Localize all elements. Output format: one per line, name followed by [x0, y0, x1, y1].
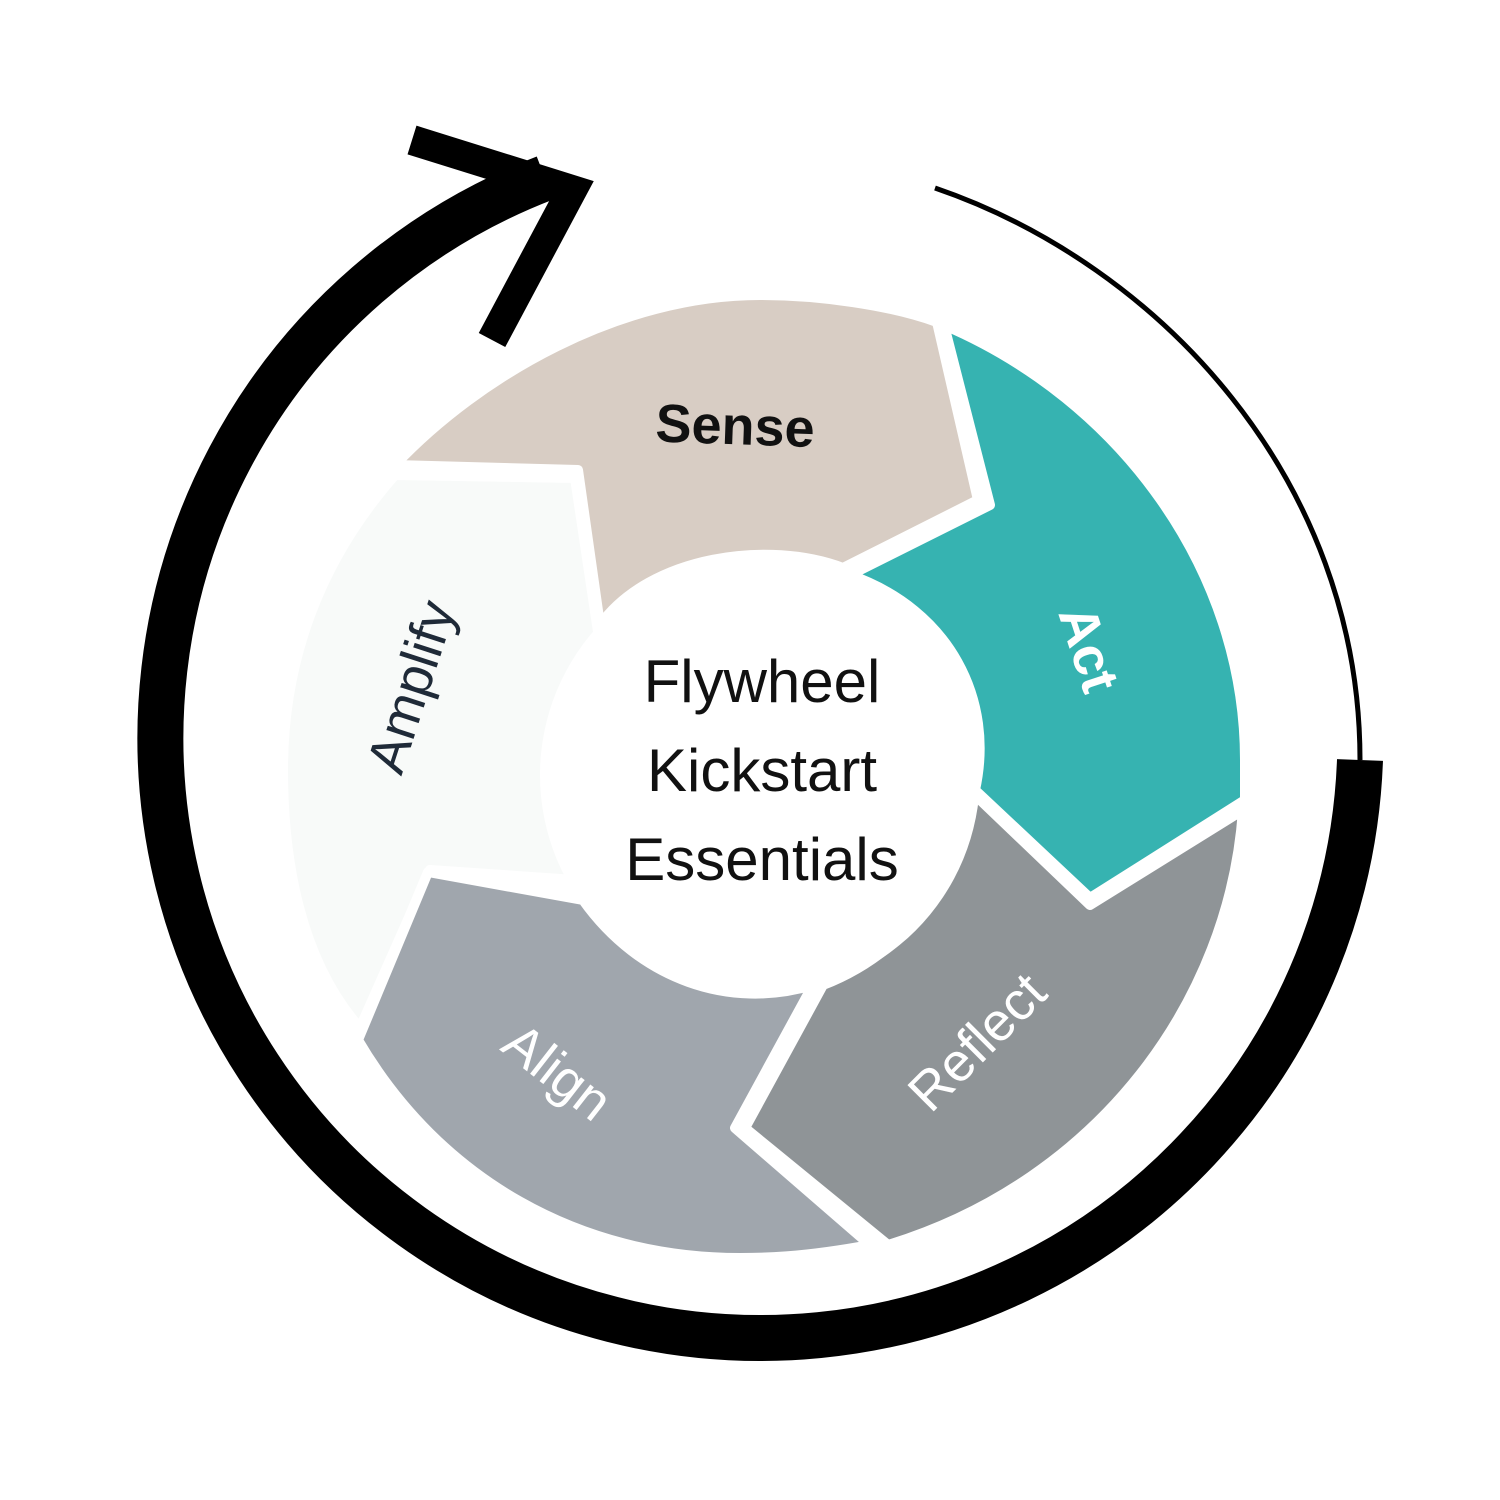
center-line-3: Essentials [625, 826, 898, 893]
segment-act[interactable] [845, 320, 1250, 903]
center-line-1: Flywheel [644, 648, 881, 715]
center-line-2: Kickstart [647, 737, 877, 804]
label-sense: Sense [655, 394, 816, 460]
center-title: Flywheel Kickstart Essentials [625, 648, 898, 893]
circular-arrow-icon [137, 125, 1383, 1361]
segment-sense[interactable] [390, 290, 983, 630]
center-hub [540, 555, 980, 995]
arrowhead [407, 125, 594, 348]
outer-ring-thick-arc [137, 156, 1383, 1361]
outer-ring-thin-arc [934, 185, 1363, 761]
